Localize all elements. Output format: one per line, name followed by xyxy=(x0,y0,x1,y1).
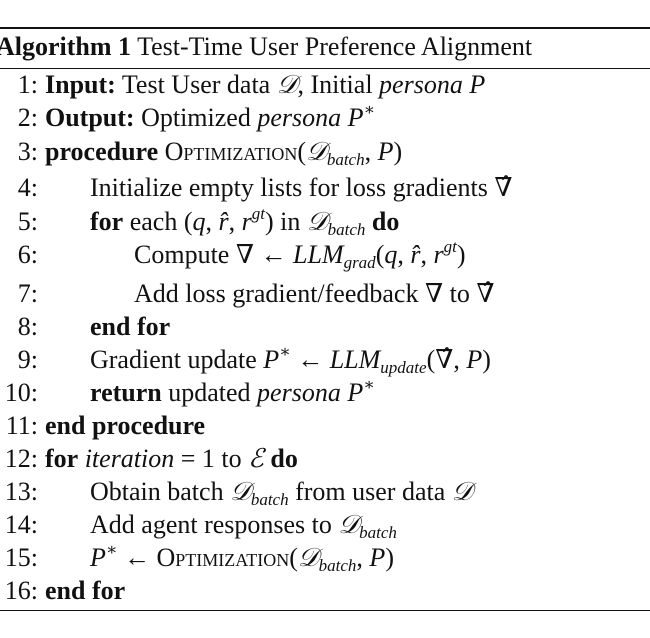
line-content: procedure Optimization(𝒟batch, P) xyxy=(45,137,403,169)
algorithm-line-14: 14: Add agent responses to 𝒟batch xyxy=(0,508,650,541)
line-content: Input: Test User data 𝒟, Initial persona… xyxy=(45,70,486,100)
algorithm-line-10: 10: return updated persona P∗ xyxy=(0,376,650,409)
algorithm-line-16: 16: end for xyxy=(0,574,650,607)
line-number: 6: xyxy=(17,240,38,269)
algorithm-line-2: 2: Output: Optimized persona P∗ xyxy=(0,101,650,134)
algorithm-line-6: 6: Compute ∇ ← LLMgrad(q, r̂, rgt) xyxy=(0,238,650,271)
line-number: 2: xyxy=(17,103,38,132)
algorithm-line-4: 4: Initialize empty lists for loss gradi… xyxy=(0,171,650,204)
line-number: 9: xyxy=(17,345,38,374)
line-number: 15: xyxy=(4,543,38,572)
line-number: 16: xyxy=(4,576,38,605)
line-content: end for xyxy=(45,576,126,605)
line-content: Compute ∇ ← LLMgrad(q, r̂, rgt) xyxy=(134,237,466,272)
algorithm-line-15: 15: P∗ ← Optimization(𝒟batch, P) xyxy=(0,541,650,574)
line-number: 1: xyxy=(17,70,38,99)
line-content: return updated persona P∗ xyxy=(90,375,375,407)
algorithm-line-5: 5: for each (q, r̂, rgt) in 𝒟batch do xyxy=(0,205,650,238)
line-number: 13: xyxy=(4,477,38,506)
line-content: Obtain batch 𝒟batch from user data 𝒟 xyxy=(90,477,473,509)
line-number: 7: xyxy=(17,279,38,308)
line-number: 10: xyxy=(4,378,38,407)
line-content: end procedure xyxy=(45,411,206,440)
line-content: P∗ ← Optimization(𝒟batch, P) xyxy=(90,540,394,575)
line-number: 4: xyxy=(17,173,38,202)
algorithm-line-3: 3: procedure Optimization(𝒟batch, P) xyxy=(0,135,650,168)
algorithm-line-9: 9: Gradient update P∗ ← LLMupdate(∇̂, P) xyxy=(0,343,650,376)
line-number: 11: xyxy=(5,411,38,440)
line-content: for iteration = 1 to ℰ do xyxy=(45,444,298,474)
line-content: Add agent responses to 𝒟batch xyxy=(90,510,397,542)
line-content: for each (q, r̂, rgt) in 𝒟batch do xyxy=(90,204,400,239)
line-number: 12: xyxy=(4,444,38,473)
top-rule xyxy=(0,27,650,29)
caption-rule xyxy=(0,68,650,69)
algorithm-line-13: 13: Obtain batch 𝒟batch from user data 𝒟 xyxy=(0,475,650,508)
line-number: 5: xyxy=(17,207,38,236)
algorithm-line-7: 7: Add loss gradient/feedback ∇ to ∇̂ xyxy=(0,277,650,310)
line-content: Initialize empty lists for loss gradient… xyxy=(90,173,513,202)
line-content: end for xyxy=(90,312,171,341)
line-content: Gradient update P∗ ← LLMupdate(∇̂, P) xyxy=(90,342,491,377)
line-content: Output: Optimized persona P∗ xyxy=(45,100,376,132)
line-number: 8: xyxy=(17,312,38,341)
algorithm-label: Algorithm 1 xyxy=(0,32,132,61)
algorithm-caption: Algorithm 1 Test-Time User Preference Al… xyxy=(0,30,532,64)
algorithm-title: Test-Time User Preference Alignment xyxy=(137,32,533,61)
algorithm-line-1: 1: Input: Test User data 𝒟, Initial pers… xyxy=(0,68,650,101)
algorithm-line-8: 8: end for xyxy=(0,310,650,343)
line-number: 3: xyxy=(17,137,38,166)
algorithm-line-12: 12: for iteration = 1 to ℰ do xyxy=(0,442,650,475)
line-content: Add loss gradient/feedback ∇ to ∇̂ xyxy=(134,279,495,308)
algorithm-line-11: 11: end procedure xyxy=(0,409,650,442)
bottom-rule xyxy=(0,610,650,611)
line-number: 14: xyxy=(4,510,38,539)
